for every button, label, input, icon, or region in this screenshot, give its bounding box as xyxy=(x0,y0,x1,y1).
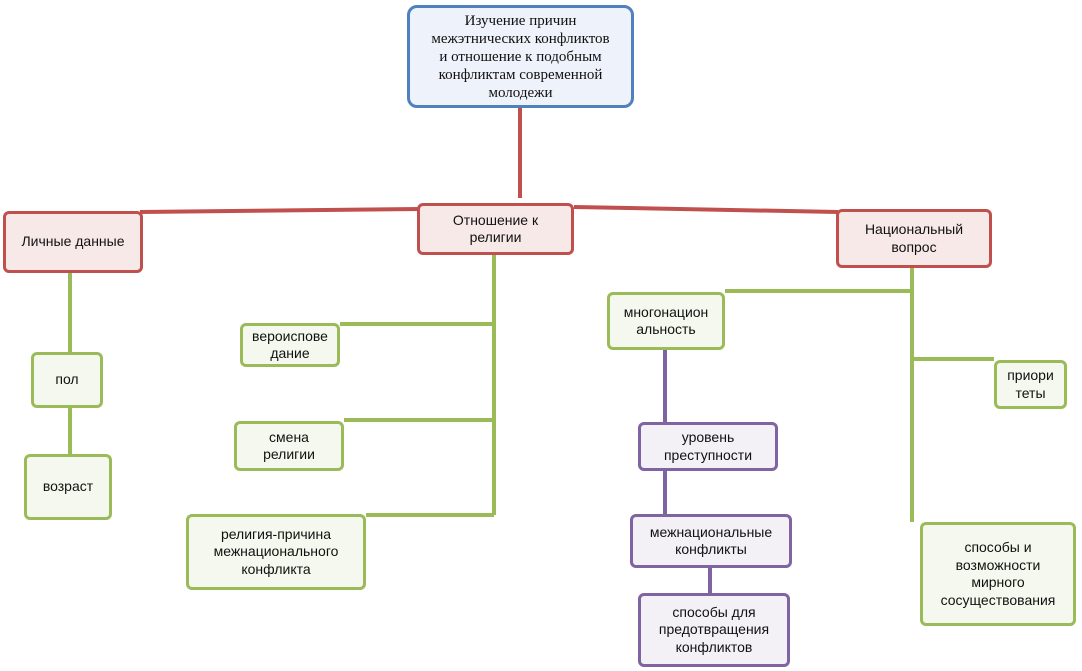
ethnic-conflicts-box: межнациональные конфликты xyxy=(630,514,792,568)
priorities-box: приори теты xyxy=(994,360,1067,409)
national-question-box: Национальный вопрос xyxy=(836,209,992,268)
red-connectors xyxy=(139,108,839,214)
crime-level-box: уровень преступности xyxy=(638,422,778,471)
religion-attitude-box: Отношение к религии xyxy=(417,203,574,255)
purple-connectors xyxy=(663,350,712,593)
religion-cause-box: религия-причина межнационального конфлик… xyxy=(186,514,366,590)
confession-box: вероиспове дание xyxy=(240,323,340,367)
change-religion-box: смена религии xyxy=(234,421,344,471)
coexistence-box: способы и возможности мирного сосущество… xyxy=(920,522,1076,626)
prevention-box: способы для предотвращения конфликтов xyxy=(638,593,790,667)
personal-data-box: Личные данные xyxy=(3,211,143,273)
root-topic-box: Изучение причин межэтнических конфликтов… xyxy=(407,5,634,108)
multinational-box: многонацион альность xyxy=(607,292,725,350)
age-box: возраст xyxy=(24,454,112,520)
green-connectors xyxy=(68,255,994,522)
gender-box: пол xyxy=(31,352,103,408)
